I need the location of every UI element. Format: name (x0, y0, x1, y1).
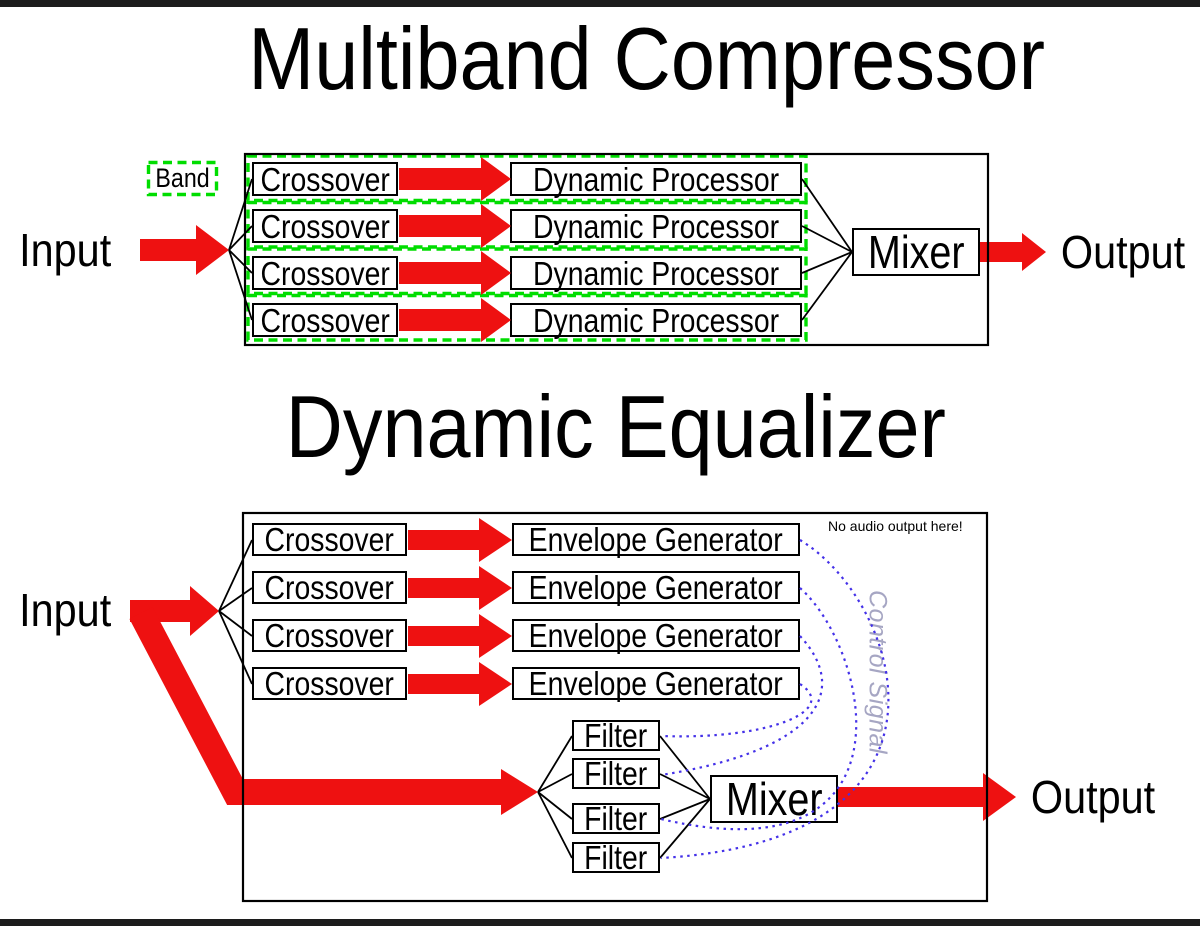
bottom-border-bar (0, 919, 1200, 926)
top-output-label: Output (1060, 226, 1186, 278)
signal-arrow (399, 157, 511, 201)
control-signal-curve (660, 635, 824, 777)
band-dashed-box (246, 247, 808, 296)
top-output-arrow (980, 233, 1046, 271)
band-legend-dashed-box (146, 160, 219, 197)
bottom-input-label: Input (19, 584, 112, 636)
top-input-label: Input (19, 224, 112, 276)
crossover-box: Crossover (252, 571, 407, 604)
bypass-audio-path (129, 606, 502, 805)
crossover-box: Crossover (252, 303, 398, 337)
band-dashed-box (246, 293, 808, 342)
top-input-arrow (140, 225, 229, 275)
bottom-input-arrow (130, 586, 219, 636)
envelope-generator-box: Envelope Generator (512, 667, 800, 700)
top-border-bar (0, 0, 1200, 7)
bypass-arrowhead (501, 769, 538, 815)
bottom-diagram-outer-box (241, 511, 989, 903)
control-signal-curve (660, 683, 813, 738)
signal-arrow (408, 566, 512, 610)
band-dashed-box (246, 200, 808, 249)
filter-fan-in-lines (537, 735, 573, 859)
dynamic-processor-box: Dynamic Processor (510, 162, 802, 196)
top-diagram-outer-box (243, 152, 990, 347)
signal-arrow (399, 204, 511, 248)
envelope-generator-box: Envelope Generator (512, 571, 800, 604)
control-signal-curve (660, 587, 858, 831)
crossover-box: Crossover (252, 667, 407, 700)
filter-box: Filter (572, 841, 660, 874)
dynamic-processor-box: Dynamic Processor (510, 303, 802, 337)
envelope-generator-box: Envelope Generator (512, 523, 800, 556)
control-signal-curve (660, 539, 890, 860)
crossover-box: Crossover (252, 209, 398, 243)
bottom-input-fan-lines (218, 539, 253, 685)
bottom-output-arrow (838, 773, 1016, 821)
filter-mixer-fan-lines (659, 735, 711, 859)
signal-arrow (408, 614, 512, 658)
top-mixer-box: Mixer (852, 228, 980, 276)
crossover-box: Crossover (252, 619, 407, 652)
crossover-box: Crossover (252, 162, 398, 196)
envelope-generator-box: Envelope Generator (512, 619, 800, 652)
multiband-compressor-title: Multiband Compressor (248, 9, 1046, 108)
filter-box: Filter (572, 802, 660, 835)
signal-arrow (408, 662, 512, 706)
top-mixer-fan-lines (801, 178, 853, 321)
signal-arrow (408, 518, 512, 562)
dynamic-processor-box: Dynamic Processor (510, 209, 802, 243)
top-input-fan-lines (228, 178, 253, 321)
crossover-box: Crossover (252, 523, 407, 556)
band-dashed-box (246, 154, 808, 203)
signal-arrow (399, 298, 511, 342)
crossover-box: Crossover (252, 256, 398, 290)
filter-box: Filter (572, 757, 660, 790)
dynamic-equalizer-title: Dynamic Equalizer (285, 377, 947, 476)
bottom-output-label: Output (1030, 771, 1156, 823)
no-audio-note: No audio output here! (828, 518, 963, 534)
band-legend-label: Band (155, 163, 210, 193)
filter-box: Filter (572, 719, 660, 752)
signal-arrow (399, 251, 511, 295)
